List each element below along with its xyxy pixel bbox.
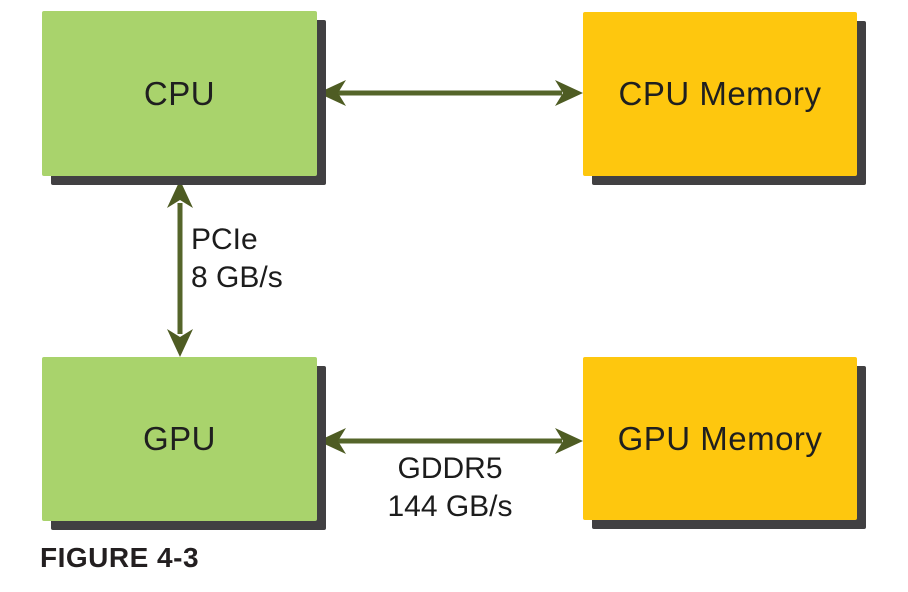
node-gpu: GPU: [42, 357, 317, 521]
gddr5-label-line1: GDDR5: [397, 452, 503, 485]
arrowhead-down-icon: [167, 329, 193, 357]
node-cpu: CPU: [42, 11, 317, 176]
figure-caption: FIGURE 4-3: [40, 542, 200, 573]
cpu-to-gpu-arrow: [167, 180, 193, 357]
gddr5-label-line2: 144 GB/s: [387, 490, 513, 523]
arrowhead-up-icon: [167, 180, 193, 208]
node-gpu-memory-label: GPU Memory: [617, 419, 823, 457]
node-cpu-memory-label: CPU Memory: [618, 75, 822, 112]
pcie-edge-label: PCIe 8 GB/s: [191, 221, 283, 297]
gddr5-edge-label: GDDR5 144 GB/s: [330, 450, 570, 526]
node-gpu-memory: GPU Memory: [583, 357, 857, 520]
node-gpu-label: GPU: [142, 420, 216, 457]
pcie-label-line1: PCIe: [191, 223, 258, 256]
cpu-to-cpumemory-arrow: [318, 80, 583, 106]
arrowhead-right-icon: [555, 80, 583, 106]
node-cpu-label: CPU: [143, 74, 216, 112]
pcie-label-line2: 8 GB/s: [191, 261, 283, 294]
node-cpu-memory: CPU Memory: [583, 12, 857, 176]
arrowhead-left-icon: [318, 80, 346, 106]
